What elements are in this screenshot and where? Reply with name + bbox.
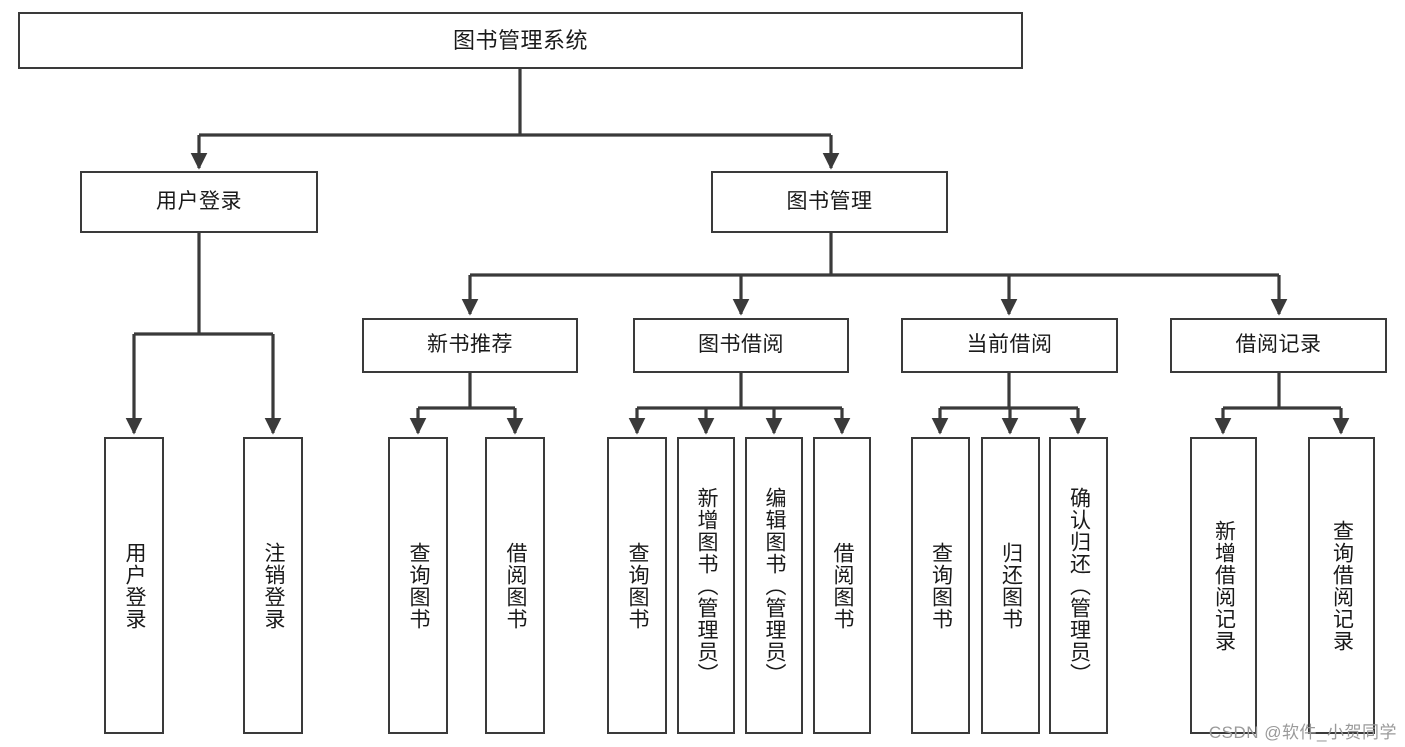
node-new-book-recommend-label: 新书推荐 bbox=[427, 333, 513, 357]
node-leaf-borrow-book-1[interactable]: 借阅图书 bbox=[485, 437, 545, 734]
node-leaf-query-record-label: 查询借阅记录 bbox=[1330, 519, 1354, 652]
node-leaf-query-book-3[interactable]: 查询图书 bbox=[911, 437, 970, 734]
node-leaf-return-book[interactable]: 归还图书 bbox=[981, 437, 1040, 734]
node-new-book-recommend[interactable]: 新书推荐 bbox=[362, 318, 578, 373]
node-leaf-user-login[interactable]: 用户登录 bbox=[104, 437, 164, 734]
node-leaf-user-login-label: 用户登录 bbox=[123, 541, 147, 630]
node-leaf-add-record[interactable]: 新增借阅记录 bbox=[1190, 437, 1257, 734]
watermark-text: CSDN @软件_小贺同学 bbox=[1208, 723, 1397, 742]
node-user-login-label: 用户登录 bbox=[156, 189, 242, 213]
node-leaf-query-book-3-label: 查询图书 bbox=[929, 541, 953, 630]
node-book-manage-label: 图书管理 bbox=[786, 189, 873, 213]
node-leaf-query-book-1-label: 查询图书 bbox=[407, 541, 431, 630]
node-leaf-query-book-2[interactable]: 查询图书 bbox=[607, 437, 667, 734]
node-borrow-record[interactable]: 借阅记录 bbox=[1170, 318, 1387, 373]
node-root[interactable]: 图书管理系统 bbox=[18, 12, 1023, 69]
node-leaf-add-book[interactable]: 新增图书（管理员） bbox=[677, 437, 735, 734]
node-leaf-logout-label: 注销登录 bbox=[262, 541, 286, 630]
node-leaf-borrow-book-1-label: 借阅图书 bbox=[504, 541, 528, 630]
node-leaf-borrow-book-2-label: 借阅图书 bbox=[831, 541, 855, 630]
node-book-borrow-label: 图书借阅 bbox=[698, 333, 784, 357]
node-user-login[interactable]: 用户登录 bbox=[80, 171, 318, 233]
node-leaf-edit-book-label: 编辑图书（管理员） bbox=[763, 486, 787, 685]
node-leaf-return-book-label: 归还图书 bbox=[999, 541, 1023, 630]
node-leaf-confirm-return-label: 确认归还（管理员） bbox=[1067, 486, 1091, 685]
node-current-borrow-label: 当前借阅 bbox=[966, 333, 1053, 357]
node-book-borrow[interactable]: 图书借阅 bbox=[633, 318, 849, 373]
node-leaf-borrow-book-2[interactable]: 借阅图书 bbox=[813, 437, 871, 734]
node-leaf-confirm-return[interactable]: 确认归还（管理员） bbox=[1049, 437, 1108, 734]
node-leaf-query-book-1[interactable]: 查询图书 bbox=[388, 437, 448, 734]
node-leaf-add-book-label: 新增图书（管理员） bbox=[695, 486, 719, 685]
node-root-label: 图书管理系统 bbox=[452, 27, 588, 53]
node-current-borrow[interactable]: 当前借阅 bbox=[901, 318, 1118, 373]
node-leaf-query-record[interactable]: 查询借阅记录 bbox=[1308, 437, 1375, 734]
node-leaf-add-record-label: 新增借阅记录 bbox=[1212, 519, 1236, 652]
node-book-manage[interactable]: 图书管理 bbox=[711, 171, 948, 233]
node-leaf-edit-book[interactable]: 编辑图书（管理员） bbox=[745, 437, 803, 734]
node-borrow-record-label: 借阅记录 bbox=[1235, 333, 1322, 357]
node-leaf-query-book-2-label: 查询图书 bbox=[626, 541, 650, 630]
node-leaf-logout[interactable]: 注销登录 bbox=[243, 437, 303, 734]
